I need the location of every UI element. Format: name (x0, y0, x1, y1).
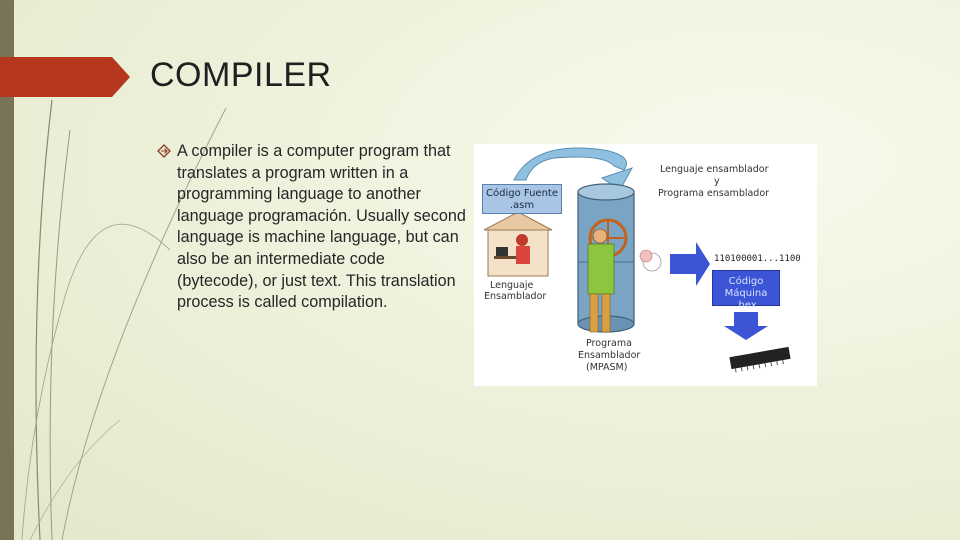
right-title-line-1: Lenguaje ensamblador (660, 164, 769, 175)
user-label-line-1: Lenguaje (490, 280, 534, 291)
decorative-curves (21, 99, 227, 540)
machine-code-extension: .hex (735, 300, 757, 311)
bullet-text: A compiler is a computer program that tr… (177, 142, 466, 312)
assembler-diagram: Código Fuente .asm Lenguaje Ensamblador … (474, 144, 817, 386)
right-title-line-2: y (714, 176, 720, 187)
assembler-label-line-2: Ensamblador (578, 350, 641, 361)
diamond-arrow-icon (157, 144, 171, 158)
source-code-label: Código Fuente (486, 188, 558, 199)
machine-code-label: Código Máquina (724, 276, 768, 299)
slide-title: COMPILER (150, 56, 332, 94)
source-code-extension: .asm (509, 200, 535, 211)
binary-output: 110100001...1100 (714, 254, 801, 264)
diagram-graphics (483, 147, 791, 373)
machine-code-box: Código Máquina .hex (712, 270, 780, 311)
source-code-box: Código Fuente .asm (482, 184, 562, 214)
right-title-line-3: Programa ensamblador (658, 188, 770, 199)
assembler-label-line-3: (MPASM) (586, 362, 628, 373)
user-label-line-2: Ensamblador (484, 291, 547, 302)
left-accent-bar (0, 0, 14, 540)
title-tab (0, 57, 130, 97)
assembler-label-line-1: Programa (586, 338, 632, 349)
